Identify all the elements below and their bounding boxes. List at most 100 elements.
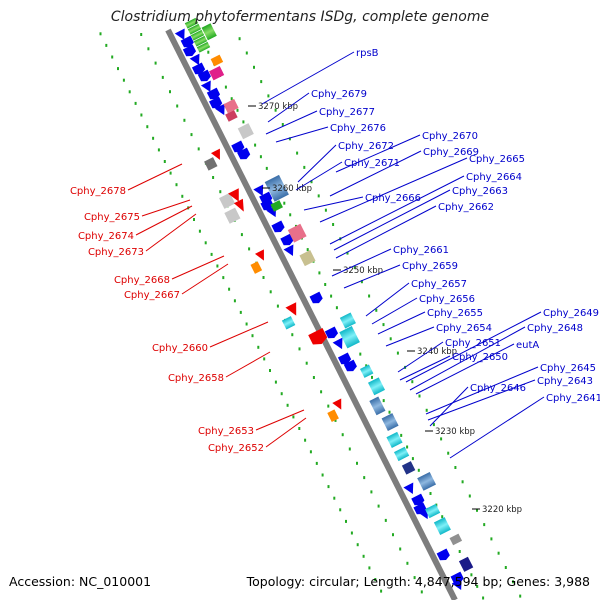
gene-arrow-blue-shape <box>343 359 357 372</box>
gc-dot <box>330 294 333 298</box>
gene-label: Cphy_2668 <box>114 275 170 286</box>
gene-block-shape <box>433 517 451 536</box>
gene-label: Cphy_2645 <box>540 363 596 374</box>
gene-label: rpsB <box>356 48 379 59</box>
scale-label: 3270 kbp <box>258 102 298 112</box>
gc-dot <box>476 584 479 588</box>
gene-block-shape <box>223 98 239 114</box>
gc-dot <box>289 213 292 217</box>
gene-arrow-blue-shape <box>418 507 429 520</box>
gc-dot <box>411 380 414 384</box>
gene-arrow-blue-shape <box>411 493 425 506</box>
gene-block-shape <box>264 174 289 202</box>
rrna-block <box>187 23 202 35</box>
rrna-block-shape <box>187 23 202 35</box>
gene-feature-reverse <box>250 261 263 274</box>
gc-dot <box>333 496 336 500</box>
map-title: Clostridium phytofermentans ISDg, comple… <box>110 9 490 25</box>
gc-dot <box>245 51 248 55</box>
gc-dot <box>176 104 179 108</box>
leader-line <box>425 366 539 415</box>
gene-arrow-blue <box>280 233 294 246</box>
gc-dot <box>274 108 277 112</box>
rrna-block <box>193 35 208 47</box>
gc-dot <box>396 351 399 355</box>
gc-dot <box>286 403 289 407</box>
gene-block <box>458 556 474 572</box>
gene-block-shape <box>237 123 254 140</box>
gene-block <box>386 431 403 448</box>
gene-block-shape <box>369 396 386 416</box>
gene-block-shape <box>299 250 316 267</box>
gc-dot <box>346 251 349 255</box>
gene-label: Cphy_2675 <box>84 212 140 223</box>
gene-label: Cphy_2656 <box>419 294 475 305</box>
gc-dot <box>257 345 260 349</box>
gene-block-shape <box>270 200 283 212</box>
leader-line <box>377 311 426 335</box>
leader-line <box>365 282 410 317</box>
gene-arrow-blue <box>403 482 414 494</box>
gene-block-shape <box>424 503 441 519</box>
leader-line <box>429 386 469 427</box>
gc-dot <box>260 80 263 84</box>
leader-line <box>343 264 401 289</box>
gc-dot <box>224 85 227 89</box>
gene-arrow-blue <box>332 337 343 350</box>
leader-line <box>145 213 197 252</box>
gene-block-shape <box>339 312 356 329</box>
gene-orange <box>210 54 224 67</box>
gene-feature-reverse-shape <box>233 198 244 212</box>
gc-dot <box>413 576 416 580</box>
gc-dot <box>181 194 184 198</box>
gene-labels: rpsBCphy_2679Cphy_2677Cphy_2676Cphy_2670… <box>70 48 600 454</box>
gc-dot <box>440 437 443 441</box>
gene-block <box>270 200 283 212</box>
gc-dot <box>111 55 114 59</box>
gc-dot <box>269 290 272 294</box>
rrna-block <box>196 41 211 53</box>
gene-label: Cphy_2651 <box>445 338 501 349</box>
gene-arrow-blue <box>309 291 323 304</box>
gc-dot <box>254 143 257 147</box>
label-leader-lines <box>127 51 545 459</box>
gene-arrow-blue <box>418 507 429 520</box>
leader-line <box>295 161 343 191</box>
gc-dot <box>236 108 239 112</box>
gene-block <box>369 396 386 416</box>
gc-dot <box>240 233 243 237</box>
gc-dot <box>365 364 368 368</box>
gene-label: Cphy_2653 <box>198 426 254 437</box>
gc-dot <box>370 490 373 494</box>
gene-arrow-blue-shape <box>189 53 200 66</box>
gene-arrow-blue-shape <box>209 96 223 109</box>
gene-label: Cphy_2648 <box>527 323 583 334</box>
gene-arrow-blue-shape <box>174 28 185 40</box>
gene-feature-reverse-shape <box>250 261 263 274</box>
gc-dot <box>280 392 283 396</box>
leader-line <box>335 134 421 173</box>
gc-dot <box>360 280 363 284</box>
gene-arrow-blue <box>436 548 450 561</box>
gc-dot <box>169 90 171 94</box>
gc-dot <box>441 515 444 519</box>
gc-dot <box>169 171 172 175</box>
gene-block <box>393 446 410 462</box>
gc-dot <box>335 306 338 310</box>
topology-text: Topology: circular; Length: 4,847,594 bp… <box>246 574 590 589</box>
gene-arrow-blue-shape <box>283 244 294 256</box>
rrna-block-shape <box>184 17 199 29</box>
gene-label: Cphy_2662 <box>438 202 494 213</box>
gc-dot <box>245 322 248 326</box>
gc-dot <box>350 531 353 535</box>
gene-arrow-blue <box>253 184 264 196</box>
leader-line <box>415 343 515 395</box>
gc-dot <box>216 264 219 268</box>
gc-dot <box>122 78 125 82</box>
gc-dot <box>152 136 155 140</box>
gc-dot <box>490 537 493 541</box>
gene-block <box>299 250 316 267</box>
gene-arrow-blue <box>231 140 245 153</box>
gene-feature-reverse <box>204 157 218 171</box>
leader-line <box>267 92 310 123</box>
